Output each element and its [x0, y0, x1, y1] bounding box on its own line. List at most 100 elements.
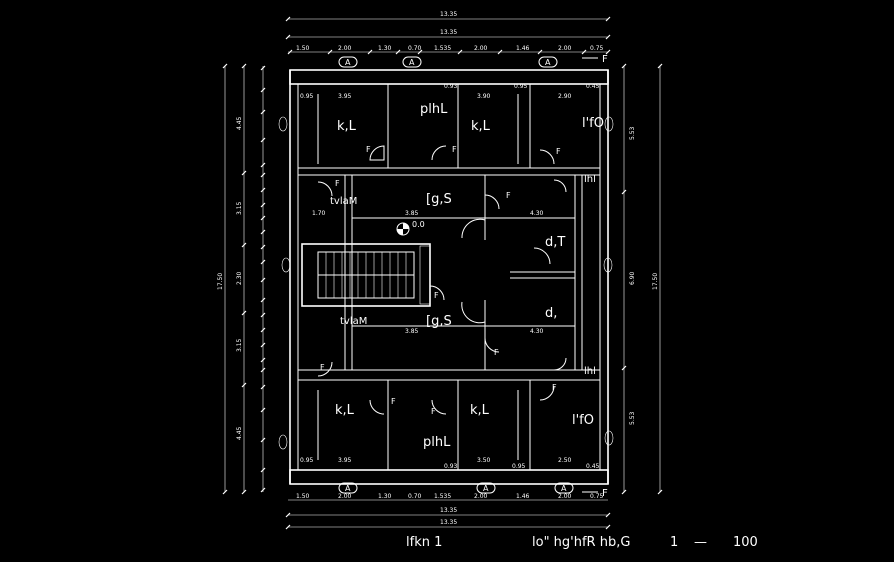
marker-a-6-label: A	[561, 484, 567, 493]
overall-height-right: 17.50	[652, 273, 659, 290]
door-tag-9: F	[431, 407, 436, 416]
room-hall-top: [g,S	[426, 192, 452, 207]
marker-a-2-label: A	[409, 58, 415, 67]
overall-width-bottom-1: 13.35	[440, 507, 457, 514]
inner-top-dim-7: 0.45	[586, 83, 600, 90]
inner-bottom-dim-4: 3.50	[477, 457, 491, 464]
top-dim-8: 2.00	[558, 45, 572, 52]
marker-a-3-label: A	[545, 58, 551, 67]
mid-dim-1: 1.70	[312, 210, 326, 217]
right-dimension-chain: 5.53 6.90 5.53 17.50	[621, 63, 663, 495]
room-bedroom-tc: k,L	[471, 119, 491, 134]
room-kitchen-bottom: plhL	[423, 435, 451, 450]
room-wc-top: tvlaM	[330, 196, 357, 207]
top-dim-2: 2.00	[338, 45, 352, 52]
mid-dim-5: 3.85	[405, 328, 419, 335]
door-tag-1: F	[452, 145, 457, 154]
scale-numerator: 1	[670, 535, 678, 550]
marker-a-5-label: A	[483, 484, 489, 493]
inner-top-dim-6: 0.95	[514, 83, 528, 90]
inner-top-dim-3: 0.93	[444, 83, 458, 90]
scale-denominator: 100	[733, 535, 758, 550]
inner-bottom-dim-2: 3.95	[338, 457, 352, 464]
floor-label: lfkn 1	[406, 535, 442, 550]
marker-a-1-label: A	[345, 58, 351, 67]
inner-top-dim-5: 2.90	[558, 93, 572, 100]
room-hall-bottom: [g,S	[426, 314, 452, 329]
top-dim-1: 1.50	[296, 45, 310, 52]
left-dim-5: 4.45	[236, 426, 243, 440]
bottom-dim-9: 0.75	[590, 493, 604, 500]
overall-width-mid: 13.35	[440, 29, 457, 36]
marker-a-6-circle	[554, 482, 574, 494]
mid-dim-3: 4.30	[530, 210, 544, 217]
drawing-title-block: lfkn 1 lo" hg'hfR hb,G 1 — 100	[406, 535, 758, 550]
left-dim-3: 2.30	[236, 271, 243, 285]
top-dim-4: 0.70	[408, 45, 422, 52]
inner-bottom-dim-5: 0.95	[512, 463, 526, 470]
marker-f-2: F	[602, 488, 608, 499]
top-dim-5: 1.535	[434, 45, 451, 52]
inner-top-dim-4: 3.90	[477, 93, 491, 100]
inner-top-dim-2: 3.95	[338, 93, 352, 100]
overall-width-bottom-2: 13.35	[440, 519, 457, 526]
door-tag-5: F	[506, 191, 511, 200]
inner-bottom-dim-1: 0.95	[300, 457, 314, 464]
overall-width-top: 13.35	[440, 11, 457, 18]
door-tag-2: F	[366, 145, 371, 154]
bottom-dimension-chain: 1.50 2.00 1.30 0.70 1.535 2.00 1.46 2.00…	[285, 493, 611, 530]
side-window-6	[281, 257, 291, 273]
top-dim-7: 1.46	[516, 45, 530, 52]
mid-dim-2: 3.85	[405, 210, 419, 217]
left-dim-2: 3.15	[236, 201, 243, 215]
right-dim-3: 5.53	[629, 411, 636, 425]
building-outline	[289, 69, 609, 485]
room-bedroom-tl: k,L	[337, 119, 357, 134]
inner-bottom-dim-7: 2.50	[558, 457, 572, 464]
marker-f-1: F	[602, 54, 608, 65]
level-label: 0.0	[412, 220, 425, 229]
marker-a-1-circle	[338, 56, 358, 68]
room-office-top: l'fO	[582, 116, 604, 131]
room-bedroom-bl: k,L	[335, 403, 355, 418]
doors	[317, 145, 567, 415]
overall-height-left: 17.50	[217, 273, 224, 290]
room-labels: k,L k,L plhL l'fO [g,S tvlaM d,T d, lhl …	[330, 102, 604, 450]
marker-a-5-circle	[476, 482, 496, 494]
side-window-4	[604, 430, 614, 446]
side-window-3	[604, 116, 614, 132]
bottom-dim-2: 2.00	[338, 493, 352, 500]
bottom-dim-4: 0.70	[408, 493, 422, 500]
bottom-dim-7: 1.46	[516, 493, 530, 500]
inner-bottom-dim-6: 0.45	[586, 463, 600, 470]
bottom-dim-1: 1.50	[296, 493, 310, 500]
inner-bottom-dim-3: 0.93	[444, 463, 458, 470]
bottom-dim-5: 1.535	[434, 493, 451, 500]
door-tag-4: F	[335, 179, 340, 188]
room-bedroom-bc: k,L	[470, 403, 490, 418]
bottom-dim-3: 1.30	[378, 493, 392, 500]
bottom-dim-8: 2.00	[558, 493, 572, 500]
room-bath-right-bottom: lhl	[584, 366, 596, 377]
side-window-5	[603, 257, 613, 273]
room-wc-bottom: tvlaM	[340, 316, 367, 327]
room-bath-right-top: lhl	[584, 174, 596, 185]
room-dining: d,T	[545, 235, 565, 250]
stair	[301, 243, 431, 307]
side-window-1	[278, 116, 288, 132]
door-tag-10: F	[552, 383, 557, 392]
door-tag-11: F	[320, 363, 325, 372]
inner-top-dim-1: 0.95	[300, 93, 314, 100]
room-kitchen-top: plhL	[420, 102, 448, 117]
mid-dim-4: 4.30	[530, 328, 544, 335]
marker-a-4-label: A	[345, 484, 351, 493]
room-dining-bottom: d,	[545, 306, 557, 321]
stair-hatch	[419, 245, 431, 305]
marker-a-2-circle	[402, 56, 422, 68]
right-dim-1: 5.53	[629, 126, 636, 140]
room-office-bottom: l'fO	[572, 413, 594, 428]
door-tag-7: F	[434, 291, 439, 300]
top-dimension-chain: 13.35 13.35 1.50 2.00 1.30 0.70 1.535 2.…	[285, 11, 611, 55]
